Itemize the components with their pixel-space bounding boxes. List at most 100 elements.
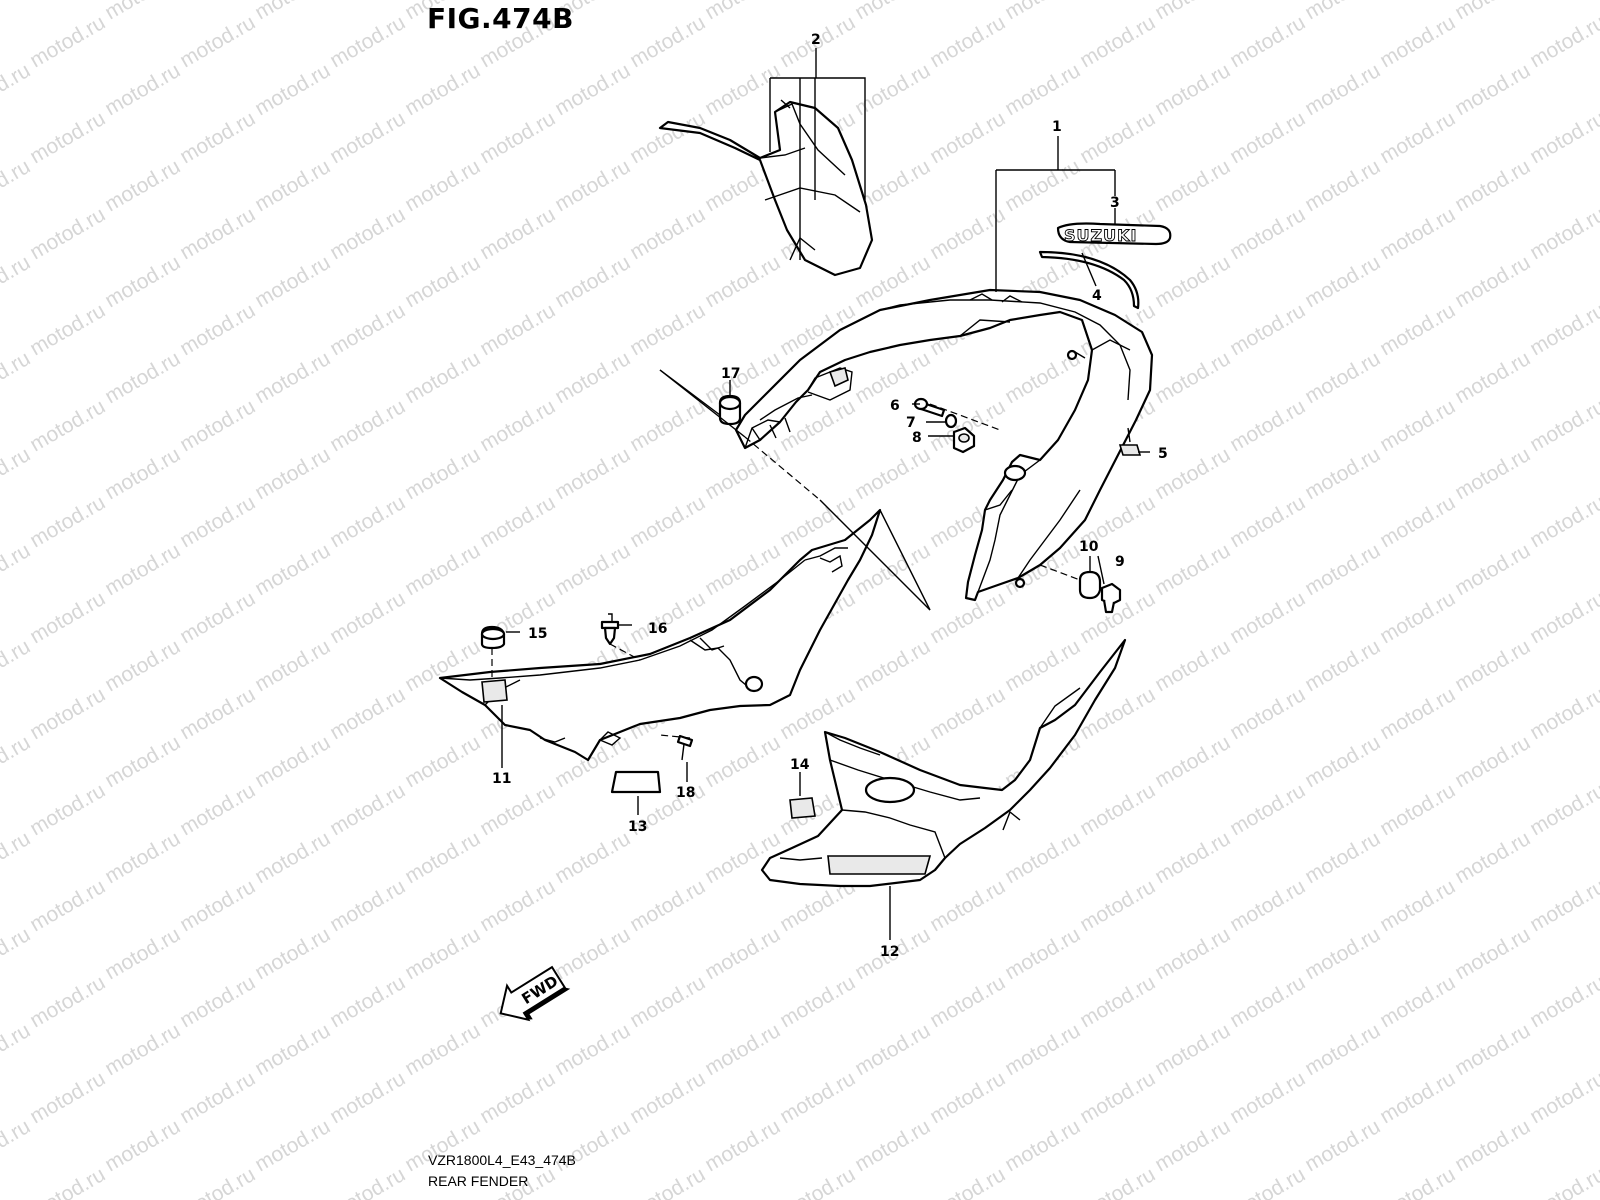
- figure-title: FIG.474B: [427, 2, 574, 35]
- watermark-text: motod.ru: [551, 923, 634, 984]
- watermark-text: motod.ru: [626, 107, 709, 168]
- watermark-text: motod.ru: [326, 491, 409, 552]
- watermark-text: motod.ru: [1451, 731, 1534, 792]
- watermark-text: motod.ru: [0, 251, 34, 312]
- part-17-grommet: [718, 394, 742, 426]
- watermark-text: motod.ru: [1301, 827, 1384, 888]
- watermark-text: motod.ru: [701, 923, 784, 984]
- callout-11: 11: [492, 771, 511, 787]
- watermark-text: motod.ru: [401, 251, 484, 312]
- callout-18: 18: [676, 785, 695, 801]
- watermark-text: motod.ru: [1376, 587, 1459, 648]
- watermark-text: motod.ru: [1151, 347, 1234, 408]
- watermark-text: motod.ru: [326, 203, 409, 264]
- watermark-text: motod.ru: [926, 1163, 1009, 1200]
- callout-14: 14: [790, 757, 810, 773]
- watermark-text: motod.ru: [551, 539, 634, 600]
- watermark-text: motod.ru: [1376, 1067, 1459, 1128]
- watermark-text: motod.ru: [851, 443, 934, 504]
- watermark-text: motod.ru: [1301, 0, 1384, 24]
- watermark-text: motod.ru: [1001, 155, 1084, 216]
- watermark-text: motod.ru: [26, 203, 109, 264]
- watermark-text: motod.ru: [0, 539, 34, 600]
- watermark-text: motod.ru: [176, 971, 259, 1032]
- watermark-text: motod.ru: [1301, 155, 1384, 216]
- watermark-text: motod.ru: [1301, 923, 1384, 984]
- watermark-text: motod.ru: [626, 491, 709, 552]
- watermark-text: motod.ru: [326, 587, 409, 648]
- watermark-text: motod.ru: [101, 251, 184, 312]
- watermark-text: motod.ru: [401, 347, 484, 408]
- watermark-text: motod.ru: [101, 443, 184, 504]
- watermark-text: motod.ru: [1376, 395, 1459, 456]
- watermark-text: motod.ru: [776, 1163, 859, 1200]
- watermark-text: motod.ru: [326, 683, 409, 744]
- watermark-text: motod.ru: [1001, 59, 1084, 120]
- watermark-text: motod.ru: [1226, 971, 1309, 1032]
- watermark-text: motod.ru: [1001, 827, 1084, 888]
- watermark-text: motod.ru: [176, 491, 259, 552]
- watermark-text: motod.ru: [1526, 971, 1600, 1032]
- watermark-text: motod.ru: [1001, 1115, 1084, 1176]
- watermark-text: motod.ru: [1301, 59, 1384, 120]
- watermark-text: motod.ru: [701, 59, 784, 120]
- callout-6: 6: [890, 398, 900, 414]
- watermark-text: motod.ru: [1301, 347, 1384, 408]
- watermark-text: motod.ru: [926, 107, 1009, 168]
- leader-lines: [491, 48, 1150, 940]
- watermark-text: motod.ru: [1526, 779, 1600, 840]
- part-5-clip: [1118, 427, 1142, 456]
- watermark-text: motod.ru: [176, 1067, 259, 1128]
- watermark-text: motod.ru: [776, 1067, 859, 1128]
- watermark-text: motod.ru: [1001, 0, 1084, 24]
- watermark-text: motod.ru: [1451, 443, 1534, 504]
- watermark-text: motod.ru: [1376, 971, 1459, 1032]
- watermark-text: motod.ru: [551, 59, 634, 120]
- watermark-text: motod.ru: [1301, 731, 1384, 792]
- group-name: REAR FENDER: [428, 1173, 529, 1189]
- watermark-text: motod.ru: [251, 59, 334, 120]
- watermark-text: motod.ru: [251, 827, 334, 888]
- watermark-text: motod.ru: [1376, 491, 1459, 552]
- part-9-bolt: [1100, 582, 1122, 614]
- watermark-text: motod.ru: [1076, 875, 1159, 936]
- watermark-text: motod.ru: [851, 1019, 934, 1080]
- watermark-text: motod.ru: [1151, 1115, 1234, 1176]
- watermark-text: motod.ru: [476, 1067, 559, 1128]
- watermark-text: motod.ru: [476, 491, 559, 552]
- watermark-text: motod.ru: [101, 155, 184, 216]
- watermark-text: motod.ru: [326, 107, 409, 168]
- watermark-text: motod.ru: [176, 779, 259, 840]
- watermark-text: motod.ru: [626, 11, 709, 72]
- watermark-text: motod.ru: [1151, 0, 1234, 24]
- watermark-text: motod.ru: [626, 971, 709, 1032]
- watermark-text: motod.ru: [176, 683, 259, 744]
- watermark-text: motod.ru: [251, 155, 334, 216]
- watermark-text: motod.ru: [26, 779, 109, 840]
- watermark-text: motod.ru: [1376, 107, 1459, 168]
- watermark-text: motod.ru: [26, 1163, 109, 1200]
- watermark-text: motod.ru: [1151, 1019, 1234, 1080]
- watermark-text: motod.ru: [1151, 923, 1234, 984]
- watermark-text: motod.ru: [851, 0, 934, 24]
- part-10-cushion: [1078, 570, 1102, 600]
- watermark-text: motod.ru: [1151, 635, 1234, 696]
- watermark-text: motod.ru: [176, 203, 259, 264]
- callout-16: 16: [648, 621, 667, 637]
- watermark-text: motod.ru: [0, 59, 34, 120]
- watermark-text: motod.ru: [1376, 203, 1459, 264]
- watermark-text: motod.ru: [26, 299, 109, 360]
- part-12-side-cover: [760, 638, 1127, 888]
- watermark-text: motod.ru: [1226, 395, 1309, 456]
- watermark-text: motod.ru: [1526, 395, 1600, 456]
- watermark-text: motod.ru: [326, 779, 409, 840]
- watermark-text: motod.ru: [476, 395, 559, 456]
- callout-13: 13: [628, 819, 647, 835]
- watermark-text: motod.ru: [476, 779, 559, 840]
- watermark-text: motod.ru: [326, 395, 409, 456]
- watermark-text: motod.ru: [0, 443, 34, 504]
- watermark-text: motod.ru: [326, 11, 409, 72]
- watermark-text: motod.ru: [26, 683, 109, 744]
- callout-4: 4: [1092, 288, 1102, 304]
